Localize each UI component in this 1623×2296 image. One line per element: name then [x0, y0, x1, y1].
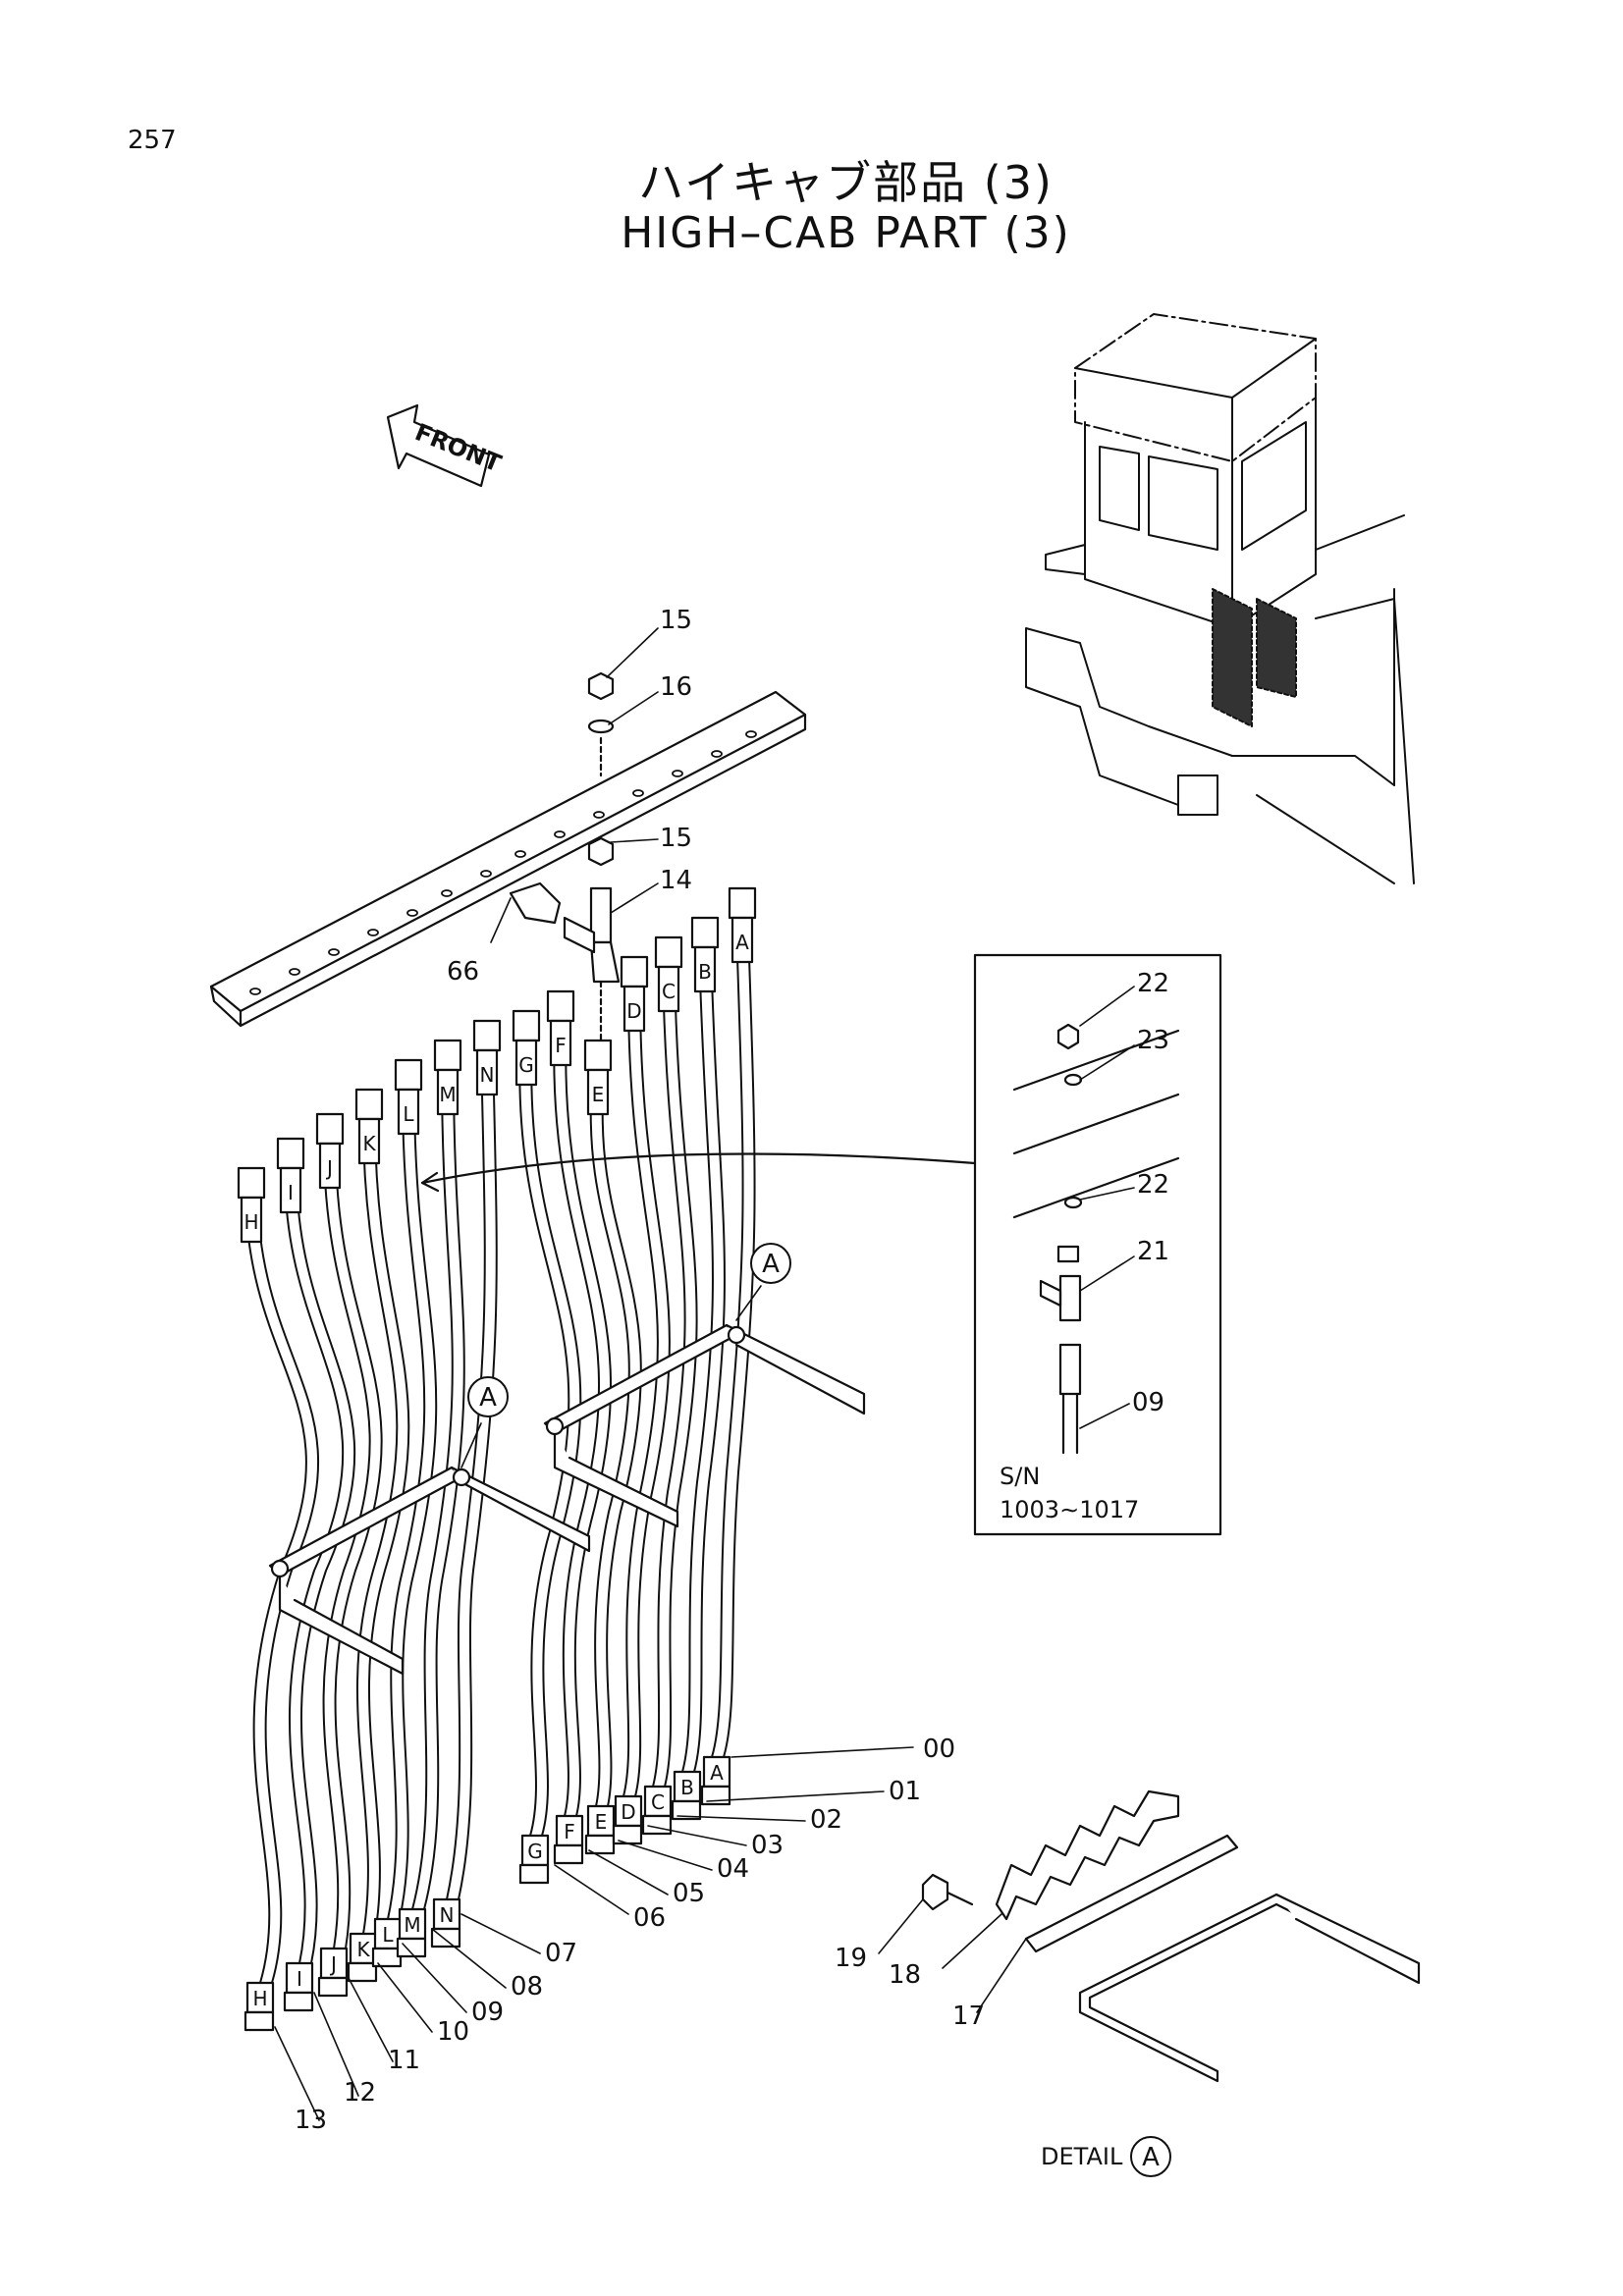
- detail-label: DETAIL: [1041, 2143, 1123, 2170]
- title-japanese: ハイキャブ部品 (3): [638, 156, 1054, 209]
- hose-letter-bottom: J: [329, 1952, 337, 1976]
- bracket-plate: [209, 690, 807, 1028]
- serial-label: S/N: [1000, 1463, 1040, 1490]
- hose-letter-bottom: I: [297, 1967, 302, 1991]
- clamp-label-circles: [467, 1243, 1171, 2177]
- inset-callouts: 22 23 22 21 09: [1132, 969, 1169, 1417]
- hose-letter-top: C: [662, 980, 676, 1003]
- callout-17: 17: [952, 2002, 985, 2031]
- callout-00: 00: [923, 1735, 955, 1764]
- hose-group-left: [244, 1049, 498, 1984]
- callout-05: 05: [673, 1879, 705, 1908]
- page-number: 257: [128, 126, 177, 155]
- inset-callout-22-top: 22: [1137, 969, 1169, 998]
- detail-a-parts: [921, 1789, 1421, 2083]
- callout-12: 12: [344, 2078, 376, 2108]
- hose-end-fittings-bottom: [243, 1755, 731, 2032]
- hose-letter-top: B: [698, 960, 712, 984]
- hose-letter-top: M: [439, 1083, 456, 1106]
- callout-15-top: 15: [660, 606, 692, 635]
- hose-letter-bottom: N: [440, 1903, 455, 1927]
- hose-letter-top: D: [626, 999, 641, 1023]
- title-english: HIGH–CAB PART (3): [621, 208, 1071, 258]
- hose-letter-top: J: [325, 1156, 333, 1180]
- callout-10: 10: [437, 2017, 469, 2047]
- clamp-bracket-left: [268, 1466, 591, 1676]
- hose-letters-bottom: H I J K L M N G F E D C B A: [252, 1761, 724, 2010]
- callout-02: 02: [810, 1805, 842, 1835]
- hose-letter-bottom: C: [651, 1790, 665, 1814]
- hose-letter-top: K: [362, 1132, 376, 1155]
- hose-letter-top: F: [555, 1034, 567, 1057]
- callout-06: 06: [633, 1903, 666, 1933]
- detail-circle-label: A: [1142, 2143, 1160, 2172]
- callout-09: 09: [471, 1998, 504, 2027]
- hose-letter-top: L: [403, 1102, 414, 1126]
- hose-letter-bottom: G: [527, 1840, 543, 1863]
- hose-letter-bottom: H: [252, 1987, 267, 2010]
- inset-callout-21: 21: [1137, 1237, 1169, 1266]
- callout-16: 16: [660, 672, 692, 702]
- hose-group-right: [518, 927, 756, 1837]
- inset-reference-arrow: [420, 1152, 977, 1185]
- hose-letter-bottom: A: [710, 1761, 724, 1785]
- hose-letter-top: E: [592, 1083, 605, 1106]
- callout-numbers: 15 16 15 14 66 00 01 02 03 04 05 06 07 0…: [295, 606, 985, 2135]
- callout-14: 14: [660, 866, 692, 895]
- hose-letter-bottom: K: [356, 1938, 370, 1961]
- tee-fitting-assembly: [509, 671, 621, 1042]
- inset-callout-22-lower: 22: [1137, 1170, 1169, 1200]
- hose-end-fittings-top: [237, 886, 757, 1244]
- inset-callout-23: 23: [1137, 1026, 1169, 1055]
- hose-letter-bottom: D: [621, 1800, 635, 1824]
- cab-overview-sketch: [1025, 313, 1415, 884]
- clamp-label-left: A: [479, 1383, 497, 1413]
- hose-letter-bottom: F: [564, 1820, 575, 1843]
- hose-letter-bottom: L: [382, 1923, 394, 1947]
- callout-66: 66: [447, 957, 479, 987]
- hose-letter-bottom: E: [595, 1810, 608, 1834]
- leader-lines: [274, 627, 1135, 2121]
- callout-18: 18: [889, 1960, 921, 1990]
- hose-letter-bottom: M: [404, 1913, 420, 1937]
- serial-range: 1003∼1017: [1000, 1496, 1139, 1523]
- hose-letter-top: I: [288, 1181, 294, 1204]
- front-arrow: FRONT: [386, 403, 506, 488]
- hose-letter-top: N: [480, 1063, 495, 1087]
- clamp-label-right: A: [762, 1250, 780, 1279]
- callout-13: 13: [295, 2106, 327, 2135]
- hose-letter-top: H: [243, 1210, 258, 1234]
- inset-box: [973, 953, 1222, 1536]
- hose-letter-top: G: [518, 1053, 534, 1077]
- clamp-bracket-right: [543, 1323, 866, 1528]
- callout-19: 19: [835, 1944, 867, 1973]
- callout-01: 01: [889, 1777, 921, 1806]
- callout-11: 11: [388, 2046, 420, 2075]
- callout-03: 03: [751, 1831, 784, 1860]
- hose-letter-top: A: [735, 931, 749, 954]
- inset-callout-09: 09: [1132, 1388, 1164, 1417]
- hose-letters-top: H I J K L M N G F E D C B A: [243, 931, 749, 1234]
- callout-04: 04: [717, 1854, 749, 1884]
- hose-letter-bottom: B: [680, 1776, 694, 1799]
- callout-15-lower: 15: [660, 824, 692, 853]
- callout-07: 07: [545, 1939, 577, 1968]
- callout-08: 08: [511, 1972, 543, 2002]
